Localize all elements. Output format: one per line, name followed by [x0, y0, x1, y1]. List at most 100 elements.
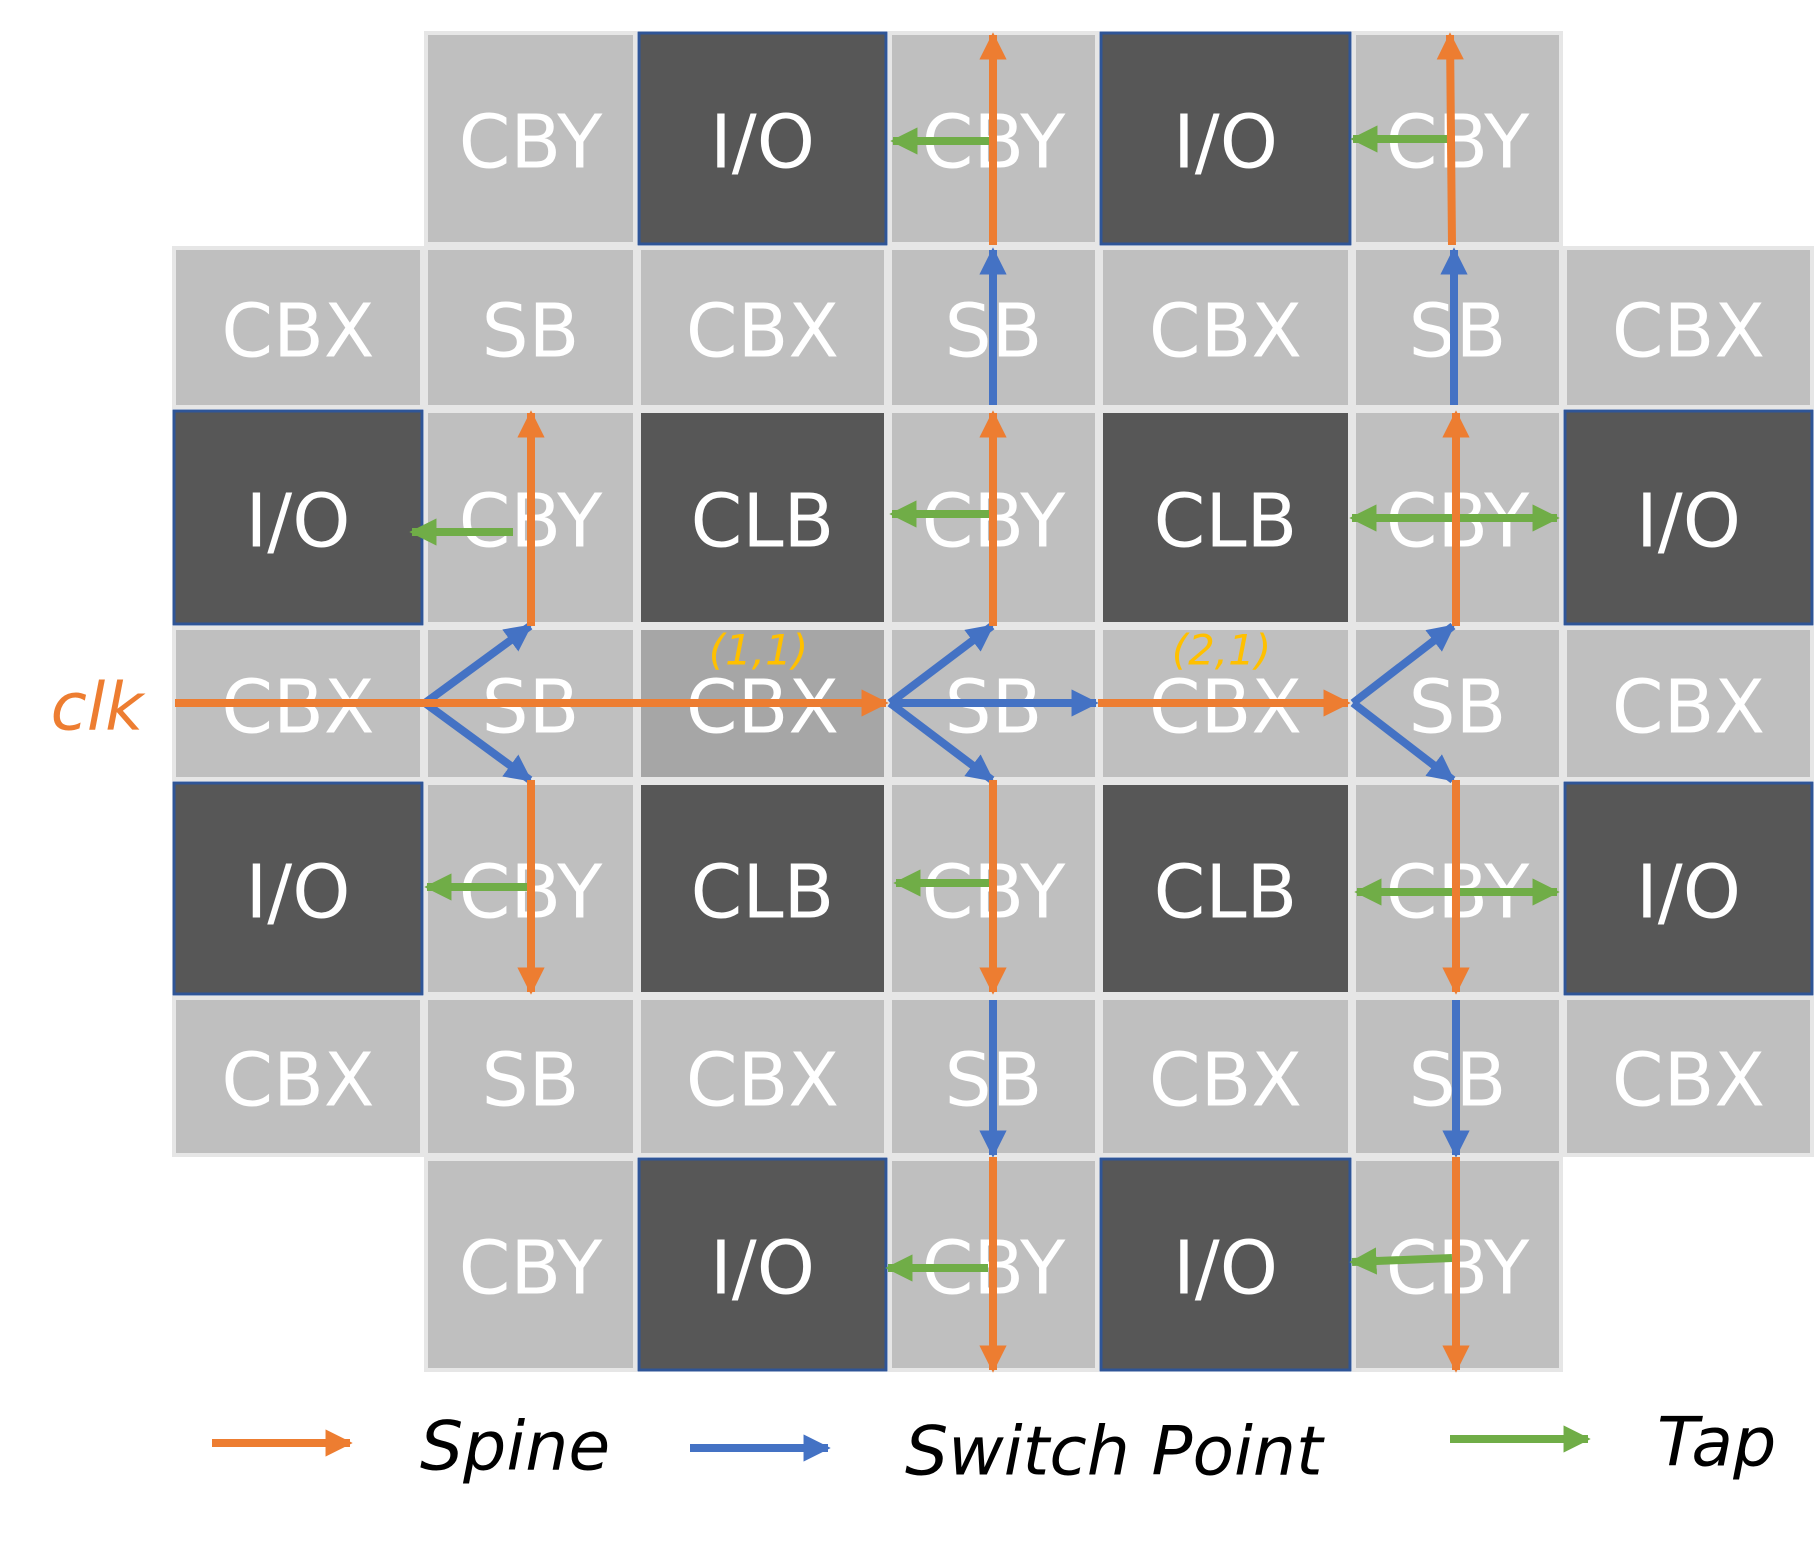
tile-box: [424, 1157, 637, 1372]
tile-label: CBY: [459, 100, 603, 186]
tile-clb-r4-c4: CLB: [1099, 781, 1352, 996]
tile-box: [1099, 996, 1352, 1157]
tile-box: [1563, 626, 1814, 781]
tile-label: SB: [482, 289, 580, 375]
coord-label: (2,1): [1172, 626, 1272, 675]
tile-io-r2-c0: I/O: [172, 409, 424, 626]
tile-io-r4-c6: I/O: [1563, 781, 1814, 996]
tile-label: I/O: [710, 1226, 815, 1312]
legend: Spine Switch Point Tap: [212, 1404, 1776, 1492]
tile-sb-r3-c5: SB: [1352, 626, 1563, 781]
tile-label: CBX: [686, 1038, 839, 1124]
coordinate-labels: (1,1) (2,1): [709, 626, 1272, 675]
tile-box: [424, 31, 637, 246]
tile-box: [1099, 409, 1352, 626]
tile-label: SB: [1409, 665, 1507, 751]
tile-box: [1099, 781, 1352, 996]
tile-cby-r6-c1: CBY: [424, 1157, 637, 1372]
switch-point-arrow: [422, 622, 533, 707]
switch-point-arrows: [422, 247, 1470, 1158]
tile-label: CBX: [1612, 1038, 1765, 1124]
tile-label: I/O: [1173, 100, 1278, 186]
tile-box: [172, 781, 424, 996]
tile-label: CLB: [1154, 850, 1298, 936]
spine-arrows: [175, 32, 1470, 1373]
tile-label: SB: [482, 665, 580, 751]
tile-label: CBX: [221, 1038, 374, 1124]
tile-label: CBX: [1612, 289, 1765, 375]
tile-box: [637, 1157, 888, 1372]
switch-point-arrow: [422, 699, 533, 784]
tile-box: [637, 409, 888, 626]
tile-box: [1563, 996, 1814, 1157]
tile-label: CBX: [221, 289, 374, 375]
tile-box: [1563, 781, 1814, 996]
tile-box: [1563, 246, 1814, 409]
switch-point-arrow: [887, 699, 995, 784]
switch-point-arrow: [887, 622, 995, 707]
tile-clb-r2-c2: CLB: [637, 409, 888, 626]
tile-cbx-r5-c6: CBX: [1563, 996, 1814, 1157]
tile-sb-r1-c1: SB: [424, 246, 637, 409]
tile-label: I/O: [1173, 1226, 1278, 1312]
tile-cbx-r5-c4: CBX: [1099, 996, 1352, 1157]
tile-label: I/O: [1636, 850, 1741, 936]
tap-arrow: [1349, 1247, 1453, 1275]
tile-box: [424, 996, 637, 1157]
tile-label: I/O: [1636, 479, 1741, 565]
tile-cbx-r1-c2: CBX: [637, 246, 888, 409]
tile-label: CBX: [1149, 1038, 1302, 1124]
tile-label: CLB: [691, 479, 835, 565]
tile-sb-r5-c1: SB: [424, 996, 637, 1157]
tile-clb-r4-c2: CLB: [637, 781, 888, 996]
tile-box: [637, 31, 888, 246]
tile-clb-r2-c4: CLB: [1099, 409, 1352, 626]
clock-arrows: [175, 32, 1560, 1373]
legend-switch-point-label: Switch Point: [905, 1413, 1325, 1492]
tile-io-r4-c0: I/O: [172, 781, 424, 996]
tile-box: [172, 996, 424, 1157]
tile-box: [172, 409, 424, 626]
tile-label: CLB: [1154, 479, 1298, 565]
tile-label: CBX: [1149, 289, 1302, 375]
tile-box: [172, 246, 424, 409]
tile-io-r6-c2: I/O: [637, 1157, 888, 1372]
switch-point-arrow: [1350, 699, 1456, 784]
tile-label: I/O: [245, 479, 350, 565]
tile-cbx-r1-c0: CBX: [172, 246, 424, 409]
tile-cbx-r1-c6: CBX: [1563, 246, 1814, 409]
tile-box: [637, 246, 888, 409]
switch-point-arrow: [1350, 622, 1456, 707]
tile-label: CBX: [221, 665, 374, 751]
spine-arrow: [1436, 32, 1464, 246]
tile-io-r6-c4: I/O: [1099, 1157, 1352, 1372]
tile-cbx-r5-c0: CBX: [172, 996, 424, 1157]
tile-cbx-r5-c2: CBX: [637, 996, 888, 1157]
tile-cby-r0-c1: CBY: [424, 31, 637, 246]
tile-io-r0-c2: I/O: [637, 31, 888, 246]
tile-box: [1563, 409, 1814, 626]
tile-io-r0-c4: I/O: [1099, 31, 1352, 246]
tile-box: [637, 781, 888, 996]
tile-cbx-r3-c6: CBX: [1563, 626, 1814, 781]
tile-label: I/O: [245, 850, 350, 936]
tile-box: [1099, 31, 1352, 246]
tile-box: [1099, 246, 1352, 409]
tile-label: CBX: [686, 289, 839, 375]
tile-label: CBY: [459, 1226, 603, 1312]
tile-label: CBX: [686, 665, 839, 751]
tile-label: SB: [945, 665, 1043, 751]
legend-tap-label: Tap: [1657, 1404, 1776, 1483]
tile-box: [424, 246, 637, 409]
coord-label: (1,1): [709, 626, 809, 675]
tile-box: [1352, 626, 1563, 781]
tile-box: [637, 996, 888, 1157]
tile-io-r2-c6: I/O: [1563, 409, 1814, 626]
clk-label: clk: [51, 669, 147, 746]
tile-label: CLB: [691, 850, 835, 936]
legend-spine-label: Spine: [420, 1408, 610, 1487]
tile-label: I/O: [710, 100, 815, 186]
tile-label: CBX: [1149, 665, 1302, 751]
tile-label: SB: [482, 1038, 580, 1124]
